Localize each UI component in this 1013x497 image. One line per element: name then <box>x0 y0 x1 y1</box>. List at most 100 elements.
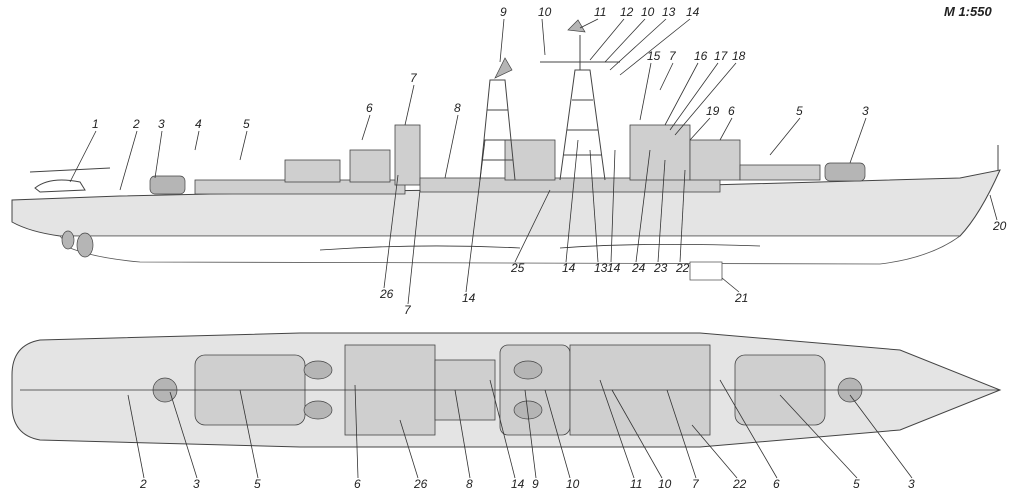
leader-line <box>499 18 505 63</box>
leader-line <box>354 384 359 479</box>
leader-line <box>989 194 998 221</box>
leader-line <box>565 139 579 263</box>
leader-line <box>611 389 663 479</box>
leader-line <box>589 18 625 61</box>
leader-line <box>399 419 419 479</box>
leader-line <box>769 117 801 156</box>
leader-line <box>719 379 778 479</box>
callout-number: 5 <box>853 477 860 491</box>
callout-number: 24 <box>631 261 646 275</box>
callout-number: 9 <box>500 5 507 19</box>
callout-number: 2 <box>139 477 147 491</box>
callout-number: 18 <box>732 49 746 63</box>
leader-line <box>127 394 145 479</box>
callout-number: 13 <box>594 261 608 275</box>
leader-line <box>664 62 699 126</box>
leader-line <box>639 62 652 121</box>
aft-director <box>349 149 391 183</box>
callout-number: 26 <box>379 287 394 301</box>
leader-line <box>610 149 616 263</box>
callout-number: 10 <box>641 5 655 19</box>
aft-funnel <box>284 159 341 183</box>
leader-line <box>154 130 163 179</box>
callout-number: 14 <box>562 261 576 275</box>
callout-number: 6 <box>354 477 361 491</box>
aft-gun-turret <box>149 175 186 195</box>
callout-number: 5 <box>796 104 803 118</box>
callout-number: 7 <box>692 477 700 491</box>
leader-line <box>849 117 867 164</box>
bilge-keel <box>319 244 761 251</box>
leader-line <box>169 391 198 479</box>
leader-line <box>383 174 399 289</box>
leader-line <box>69 130 97 183</box>
leader-line <box>849 394 913 479</box>
callout-number: 4 <box>195 117 202 131</box>
leader-line <box>589 149 599 263</box>
callout-number: 7 <box>669 49 677 63</box>
callout-number: 26 <box>413 477 428 491</box>
leader-line <box>444 114 459 179</box>
radar-antenna-aft <box>494 57 513 79</box>
leader-line <box>657 159 666 263</box>
callout-number: 11 <box>594 5 606 19</box>
callout-number: 22 <box>732 477 747 491</box>
callout-number: 14 <box>511 477 525 491</box>
callout-number: 2 <box>132 117 140 131</box>
leader-line <box>514 189 551 263</box>
leader-line <box>544 389 571 479</box>
callout-number: 3 <box>193 477 200 491</box>
sonar-dome <box>689 261 723 281</box>
aft-lattice-mast <box>479 79 516 181</box>
leader-line <box>454 389 471 479</box>
callout-number: 10 <box>538 5 552 19</box>
callout-number: 25 <box>510 261 525 275</box>
top-view <box>11 332 1002 448</box>
leader-line <box>674 62 737 136</box>
callout-number: 20 <box>992 219 1007 233</box>
leader-line <box>541 18 546 56</box>
callout-number: 3 <box>862 104 869 118</box>
callout-number: 11 <box>630 477 642 491</box>
stern-helicopter <box>29 167 111 193</box>
leader-line <box>604 18 646 63</box>
rudder <box>61 230 75 250</box>
callout-number: 13 <box>662 5 676 19</box>
callout-number: 7 <box>404 303 412 317</box>
underwater-hull <box>59 235 962 265</box>
leader-line <box>691 424 738 479</box>
scale-label: M 1:550 <box>944 4 992 19</box>
side-hull <box>11 169 1001 237</box>
aft-radar-tower <box>394 124 421 186</box>
callout-number: 14 <box>462 291 476 305</box>
fwd-deckhouse <box>739 164 821 181</box>
radar-antenna-main <box>567 19 586 33</box>
callout-number: 22 <box>675 261 690 275</box>
callout-number: 14 <box>607 261 621 275</box>
aft-funnel-top <box>303 360 333 380</box>
callout-number: 16 <box>694 49 708 63</box>
callout-number: 1 <box>92 117 99 131</box>
callout-number: 7 <box>410 71 418 85</box>
leader-line <box>666 389 697 479</box>
leader-line <box>679 169 686 263</box>
leader-line <box>669 62 719 131</box>
fwd-funnel-top <box>513 360 543 380</box>
callout-number: 10 <box>566 477 580 491</box>
fwd-director <box>689 139 741 181</box>
bridge <box>629 124 691 181</box>
leader-line <box>719 117 733 141</box>
fwd-gun-turret <box>824 162 866 182</box>
leader-line <box>404 84 415 126</box>
callout-number: 3 <box>158 117 165 131</box>
leader-line <box>465 139 486 293</box>
leader-line <box>599 379 635 479</box>
callout-number: 12 <box>620 5 634 19</box>
callout-number: 3 <box>908 477 915 491</box>
callout-number: 5 <box>254 477 261 491</box>
leader-line <box>609 18 667 71</box>
callout-number: 19 <box>706 104 720 118</box>
leader-line <box>659 62 674 91</box>
aft-funnel-top-2 <box>303 400 333 420</box>
